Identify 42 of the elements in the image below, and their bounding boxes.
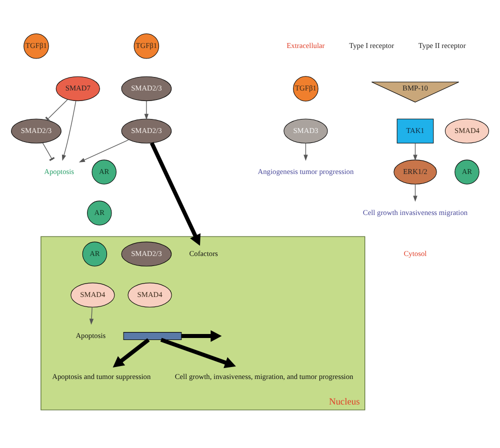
arrow xyxy=(89,306,94,324)
label: Extracellular xyxy=(286,40,325,50)
node-ellipse: SMAD3 xyxy=(284,118,328,143)
node-ellipse: SMAD4 xyxy=(128,282,172,307)
node-circle: AR xyxy=(92,159,116,184)
arrow xyxy=(160,337,236,368)
arrow xyxy=(144,100,149,120)
arrow xyxy=(150,142,201,246)
node-bar xyxy=(123,332,182,340)
node-text: Apoptosis xyxy=(76,330,106,340)
node-ellipse: SMAD7 xyxy=(56,76,100,101)
node-circle: TGFβ1 xyxy=(134,32,160,58)
node-text: Cofactors xyxy=(189,248,218,258)
node-circle: AR xyxy=(87,200,112,225)
node-ellipse: SMAD4 xyxy=(70,282,115,307)
node-text: Cell growth invasiveness migration xyxy=(362,207,468,216)
arrow xyxy=(78,138,130,162)
node-ellipse: SMAD2/3 xyxy=(121,76,172,101)
arrow xyxy=(413,142,418,160)
node-circle: AR xyxy=(82,241,108,266)
node-circle: AR xyxy=(454,159,480,184)
node-text: Angiogenesis tumor progression xyxy=(258,166,354,176)
node-circle: TGFβ1 xyxy=(24,32,49,58)
node-text: Cell growth, invasiveness, migration, and tumor progression xyxy=(174,371,354,380)
node-circle: TGFβ1 xyxy=(293,76,318,101)
node-box: TAK1 xyxy=(396,118,434,143)
node-text: Apoptosis and tumor suppression xyxy=(52,371,151,380)
label: Type I receptor xyxy=(349,40,394,50)
connector xyxy=(45,98,68,122)
node-ellipse: ERK1/2 xyxy=(394,159,437,184)
label: Type II receptor xyxy=(418,40,466,50)
arrow xyxy=(304,142,308,160)
label: Cytosol xyxy=(404,248,427,258)
arrow xyxy=(413,183,418,202)
arrow xyxy=(62,100,76,160)
node-ellipse: SMAD2/3 xyxy=(121,118,172,143)
connector xyxy=(42,142,55,161)
arrow xyxy=(112,338,150,367)
node-text: Apoptosis xyxy=(44,166,74,176)
node-ellipse: SMAD4 xyxy=(444,118,490,143)
node-ellipse: SMAD2/3 xyxy=(121,241,172,266)
arrow xyxy=(182,330,222,342)
